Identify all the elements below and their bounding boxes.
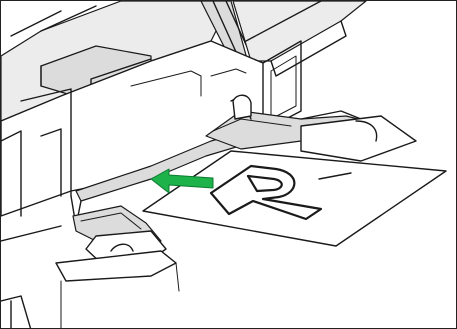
paper-outline: [143, 151, 446, 246]
paper-sheet: [143, 151, 446, 246]
